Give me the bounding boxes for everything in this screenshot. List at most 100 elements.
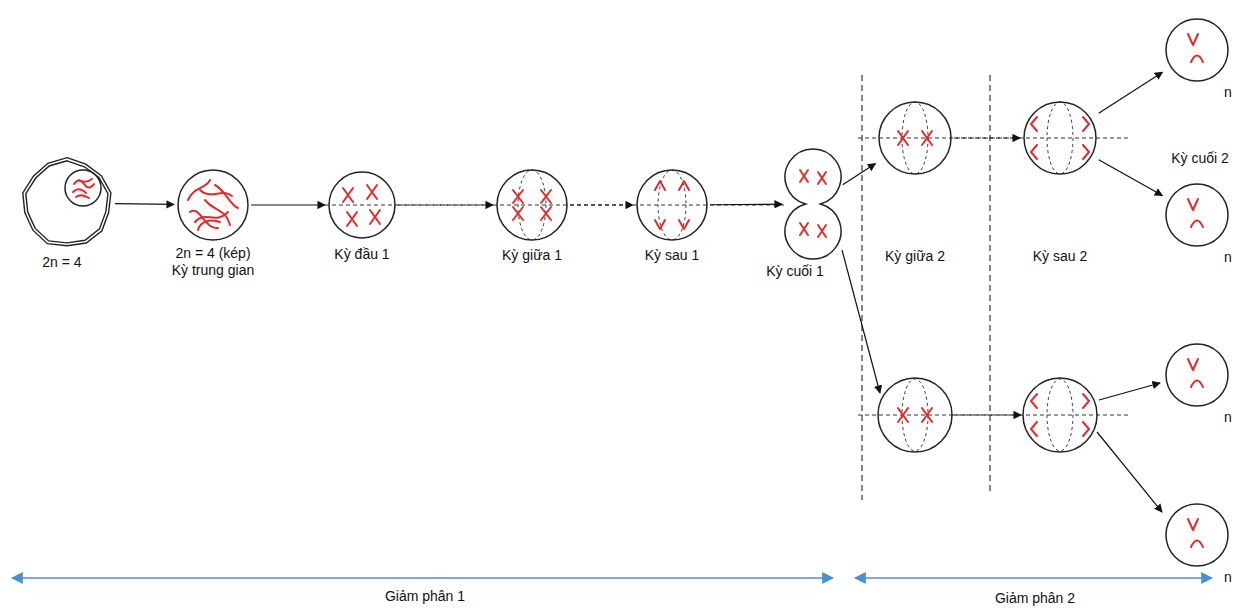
- chromosome: [679, 181, 689, 190]
- chromosome: [800, 223, 808, 235]
- chromosome: [1083, 394, 1089, 408]
- phase-divider: [862, 75, 990, 500]
- chromosome: [818, 172, 826, 184]
- chromosome: [541, 190, 551, 203]
- chromosome: [898, 408, 908, 422]
- chromosome: [513, 207, 523, 220]
- chromosome: [1191, 541, 1203, 548]
- cell-membrane: [637, 170, 707, 240]
- chromosome: [1031, 422, 1037, 436]
- chromosome: [343, 188, 353, 202]
- chromosome: [1191, 221, 1203, 228]
- chromosome: [655, 181, 665, 190]
- chromosome: [79, 179, 92, 182]
- prophase-cell: Kỳ đầu 1: [328, 171, 396, 239]
- spindle: [902, 379, 928, 451]
- cell-membrane: [23, 158, 111, 246]
- cell-membrane: [1166, 504, 1228, 566]
- spindle: [518, 102, 1073, 451]
- ploidy-label: n: [1224, 569, 1232, 585]
- cell-membrane: [879, 102, 951, 174]
- chromosome: [370, 210, 380, 224]
- chromosome: [541, 207, 551, 220]
- cell-outline: [1023, 378, 1097, 452]
- ploidy-label: 2n = 4: [42, 254, 81, 270]
- chromosome: [367, 185, 377, 199]
- chromosome: [73, 189, 86, 193]
- chromosome: [1191, 381, 1203, 388]
- daughter-cell: n: [1165, 503, 1229, 567]
- cell-outline: [65, 170, 1097, 452]
- equator-line: [325, 204, 785, 205]
- cell-membrane: [1166, 344, 1228, 406]
- cell-membrane: [785, 149, 841, 259]
- chromosome: [1191, 56, 1203, 63]
- spindle: [1047, 102, 1073, 174]
- parent-cell: 2n = 4: [21, 157, 113, 249]
- chromosome: [818, 225, 826, 237]
- chromosome: [200, 190, 232, 196]
- cell-membrane: [178, 170, 248, 240]
- dashed-arrow: [570, 204, 633, 205]
- stage-label: Kỳ sau 1: [645, 247, 699, 263]
- equator-line: [325, 138, 1130, 415]
- anaphase-cell-outline: [636, 169, 708, 241]
- metaphase-cell-outline: [496, 169, 568, 241]
- phase-label: Giảm phân 1: [385, 588, 465, 604]
- daughter-cell-outline: [1165, 343, 1229, 407]
- cell-membrane: [1166, 19, 1228, 81]
- chromosome: [1083, 145, 1089, 159]
- stage-label: Kỳ đầu 1: [334, 246, 389, 262]
- chromosome: [1083, 422, 1089, 436]
- anaphase-cell: Kỳ sau 1: [636, 169, 708, 241]
- chromosome: [513, 190, 523, 203]
- metaphase-cell: Kỳ giữa 1: [496, 169, 568, 241]
- spindle: [658, 170, 686, 240]
- ploidy-label: 2n = 4 (kép): [175, 245, 250, 261]
- stage-label: Kỳ cuối 2: [1171, 150, 1229, 166]
- dividing-cell-outline: [785, 149, 841, 259]
- daughter-cell: n: [1165, 183, 1229, 247]
- parent-cell-outline: [21, 157, 113, 249]
- daughter-cell-outline: [1165, 18, 1229, 82]
- dividing-cell: Kỳ cuối 1: [785, 149, 841, 259]
- arrow-line: [842, 250, 880, 393]
- equator-line: [858, 414, 1130, 415]
- stage-label: Kỳ cuối 1: [766, 263, 824, 279]
- chromosome: [215, 185, 238, 208]
- cell-membrane: [26, 161, 108, 243]
- span-arrow: [12, 577, 1212, 579]
- chromosome: [1188, 199, 1198, 210]
- chromosome: [1083, 117, 1089, 131]
- arrow-connector: [1099, 72, 1163, 113]
- arrow-connector: [710, 204, 782, 206]
- cell-outline: [878, 378, 952, 452]
- chromosome: [1031, 145, 1037, 159]
- stage-label: Kỳ giữa 1: [502, 247, 562, 263]
- daughter-cell: nKỳ cuối 2: [1165, 18, 1229, 82]
- chromosome: [190, 211, 218, 228]
- spindle: [902, 102, 928, 174]
- arrow-connector: [115, 203, 174, 205]
- cell-membrane: [1166, 184, 1228, 246]
- span-arrow: [855, 577, 1212, 579]
- spindle: [1047, 379, 1073, 451]
- anaphase-cell: Kỳ sau 2: [1023, 101, 1097, 175]
- ploidy-label: n: [1224, 84, 1232, 100]
- chromosome: [73, 34, 1203, 547]
- interphase-cell: 2n = 4 (kép)Kỳ trung gian: [177, 169, 249, 241]
- arrow-line: [1097, 432, 1162, 512]
- spindle: [518, 170, 546, 240]
- arrow-connector: [843, 164, 876, 185]
- stage-label: Kỳ sau 2: [1033, 248, 1087, 264]
- chromosome: [922, 131, 932, 145]
- chromosome: [1188, 519, 1198, 530]
- stage-label: Kỳ giữa 2: [885, 248, 945, 264]
- daughter-cell-outline: [1165, 183, 1229, 247]
- chromosome: [1031, 394, 1037, 408]
- arrow-connector: [251, 204, 325, 205]
- cell-membrane: [329, 172, 395, 238]
- chromosome: [898, 131, 908, 145]
